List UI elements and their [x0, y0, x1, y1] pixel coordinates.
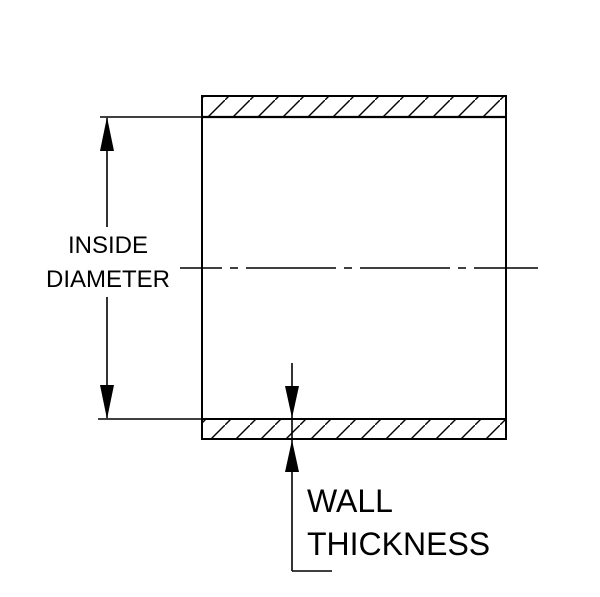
top-wall-hatch	[203, 97, 505, 117]
wall-thickness-label-line2: THICKNESS	[307, 526, 490, 562]
wall-thickness-label-line1: WALL	[307, 483, 393, 519]
inside-diameter-arrow-down	[100, 385, 114, 419]
inside-diameter-label-line1: INSIDE	[68, 232, 148, 259]
inside-diameter-arrow-up	[100, 117, 114, 151]
bottom-wall-hatch	[203, 419, 505, 438]
wall-thickness-arrow-down	[285, 386, 299, 418]
inside-diameter-label-line2: DIAMETER	[46, 266, 170, 293]
wall-thickness-arrow-up	[285, 440, 299, 472]
